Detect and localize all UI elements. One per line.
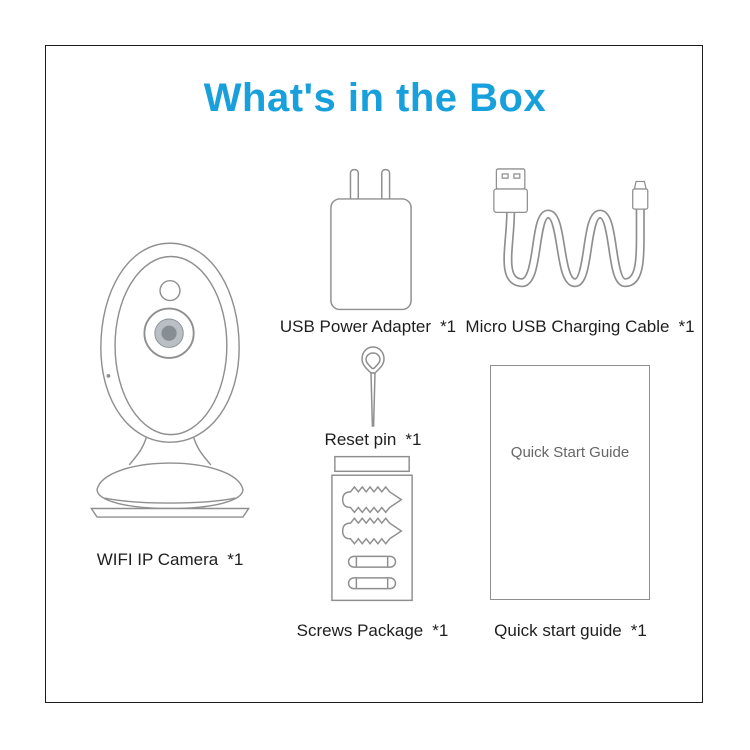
page-title: What's in the Box xyxy=(203,76,547,120)
power-adapter-icon xyxy=(330,168,412,311)
screws-qty: *1 xyxy=(432,621,449,640)
camera-label: WIFI IP Camera *1 xyxy=(60,550,280,570)
quick-start-guide-booklet: Quick Start Guide xyxy=(490,365,650,600)
camera-icon xyxy=(90,242,250,518)
adapter-label-text: USB Power Adapter xyxy=(279,317,432,336)
screws-package-illustration xyxy=(329,453,417,605)
adapter-qty: *1 xyxy=(440,317,457,336)
guide-label: Quick start guide *1 xyxy=(478,621,663,641)
camera-qty: *1 xyxy=(227,550,244,569)
cable-label: Micro USB Charging Cable *1 xyxy=(460,317,700,337)
reset-pin-label: Reset pin *1 xyxy=(298,430,448,450)
guide-cover-text: Quick Start Guide xyxy=(510,444,630,461)
wifi-ip-camera-illustration xyxy=(80,230,260,535)
micro-usb-cable-illustration xyxy=(483,150,667,315)
guide-label-text: Quick start guide xyxy=(494,621,622,640)
usb-cable-icon xyxy=(493,168,649,288)
screws-label: Screws Package *1 xyxy=(280,621,465,641)
screws-icon xyxy=(331,455,413,602)
guide-qty: *1 xyxy=(630,621,647,640)
adapter-label: USB Power Adapter *1 xyxy=(268,317,468,337)
reset-pin-label-text: Reset pin xyxy=(324,430,397,449)
reset-pin-qty: *1 xyxy=(405,430,422,449)
reset-pin-illustration xyxy=(360,346,386,428)
cable-qty: *1 xyxy=(678,317,695,336)
screws-label-text: Screws Package xyxy=(296,621,424,640)
usb-power-adapter-illustration xyxy=(327,165,415,315)
camera-label-text: WIFI IP Camera xyxy=(96,550,219,569)
reset-pin-icon xyxy=(361,346,385,427)
cable-label-text: Micro USB Charging Cable xyxy=(465,317,670,336)
